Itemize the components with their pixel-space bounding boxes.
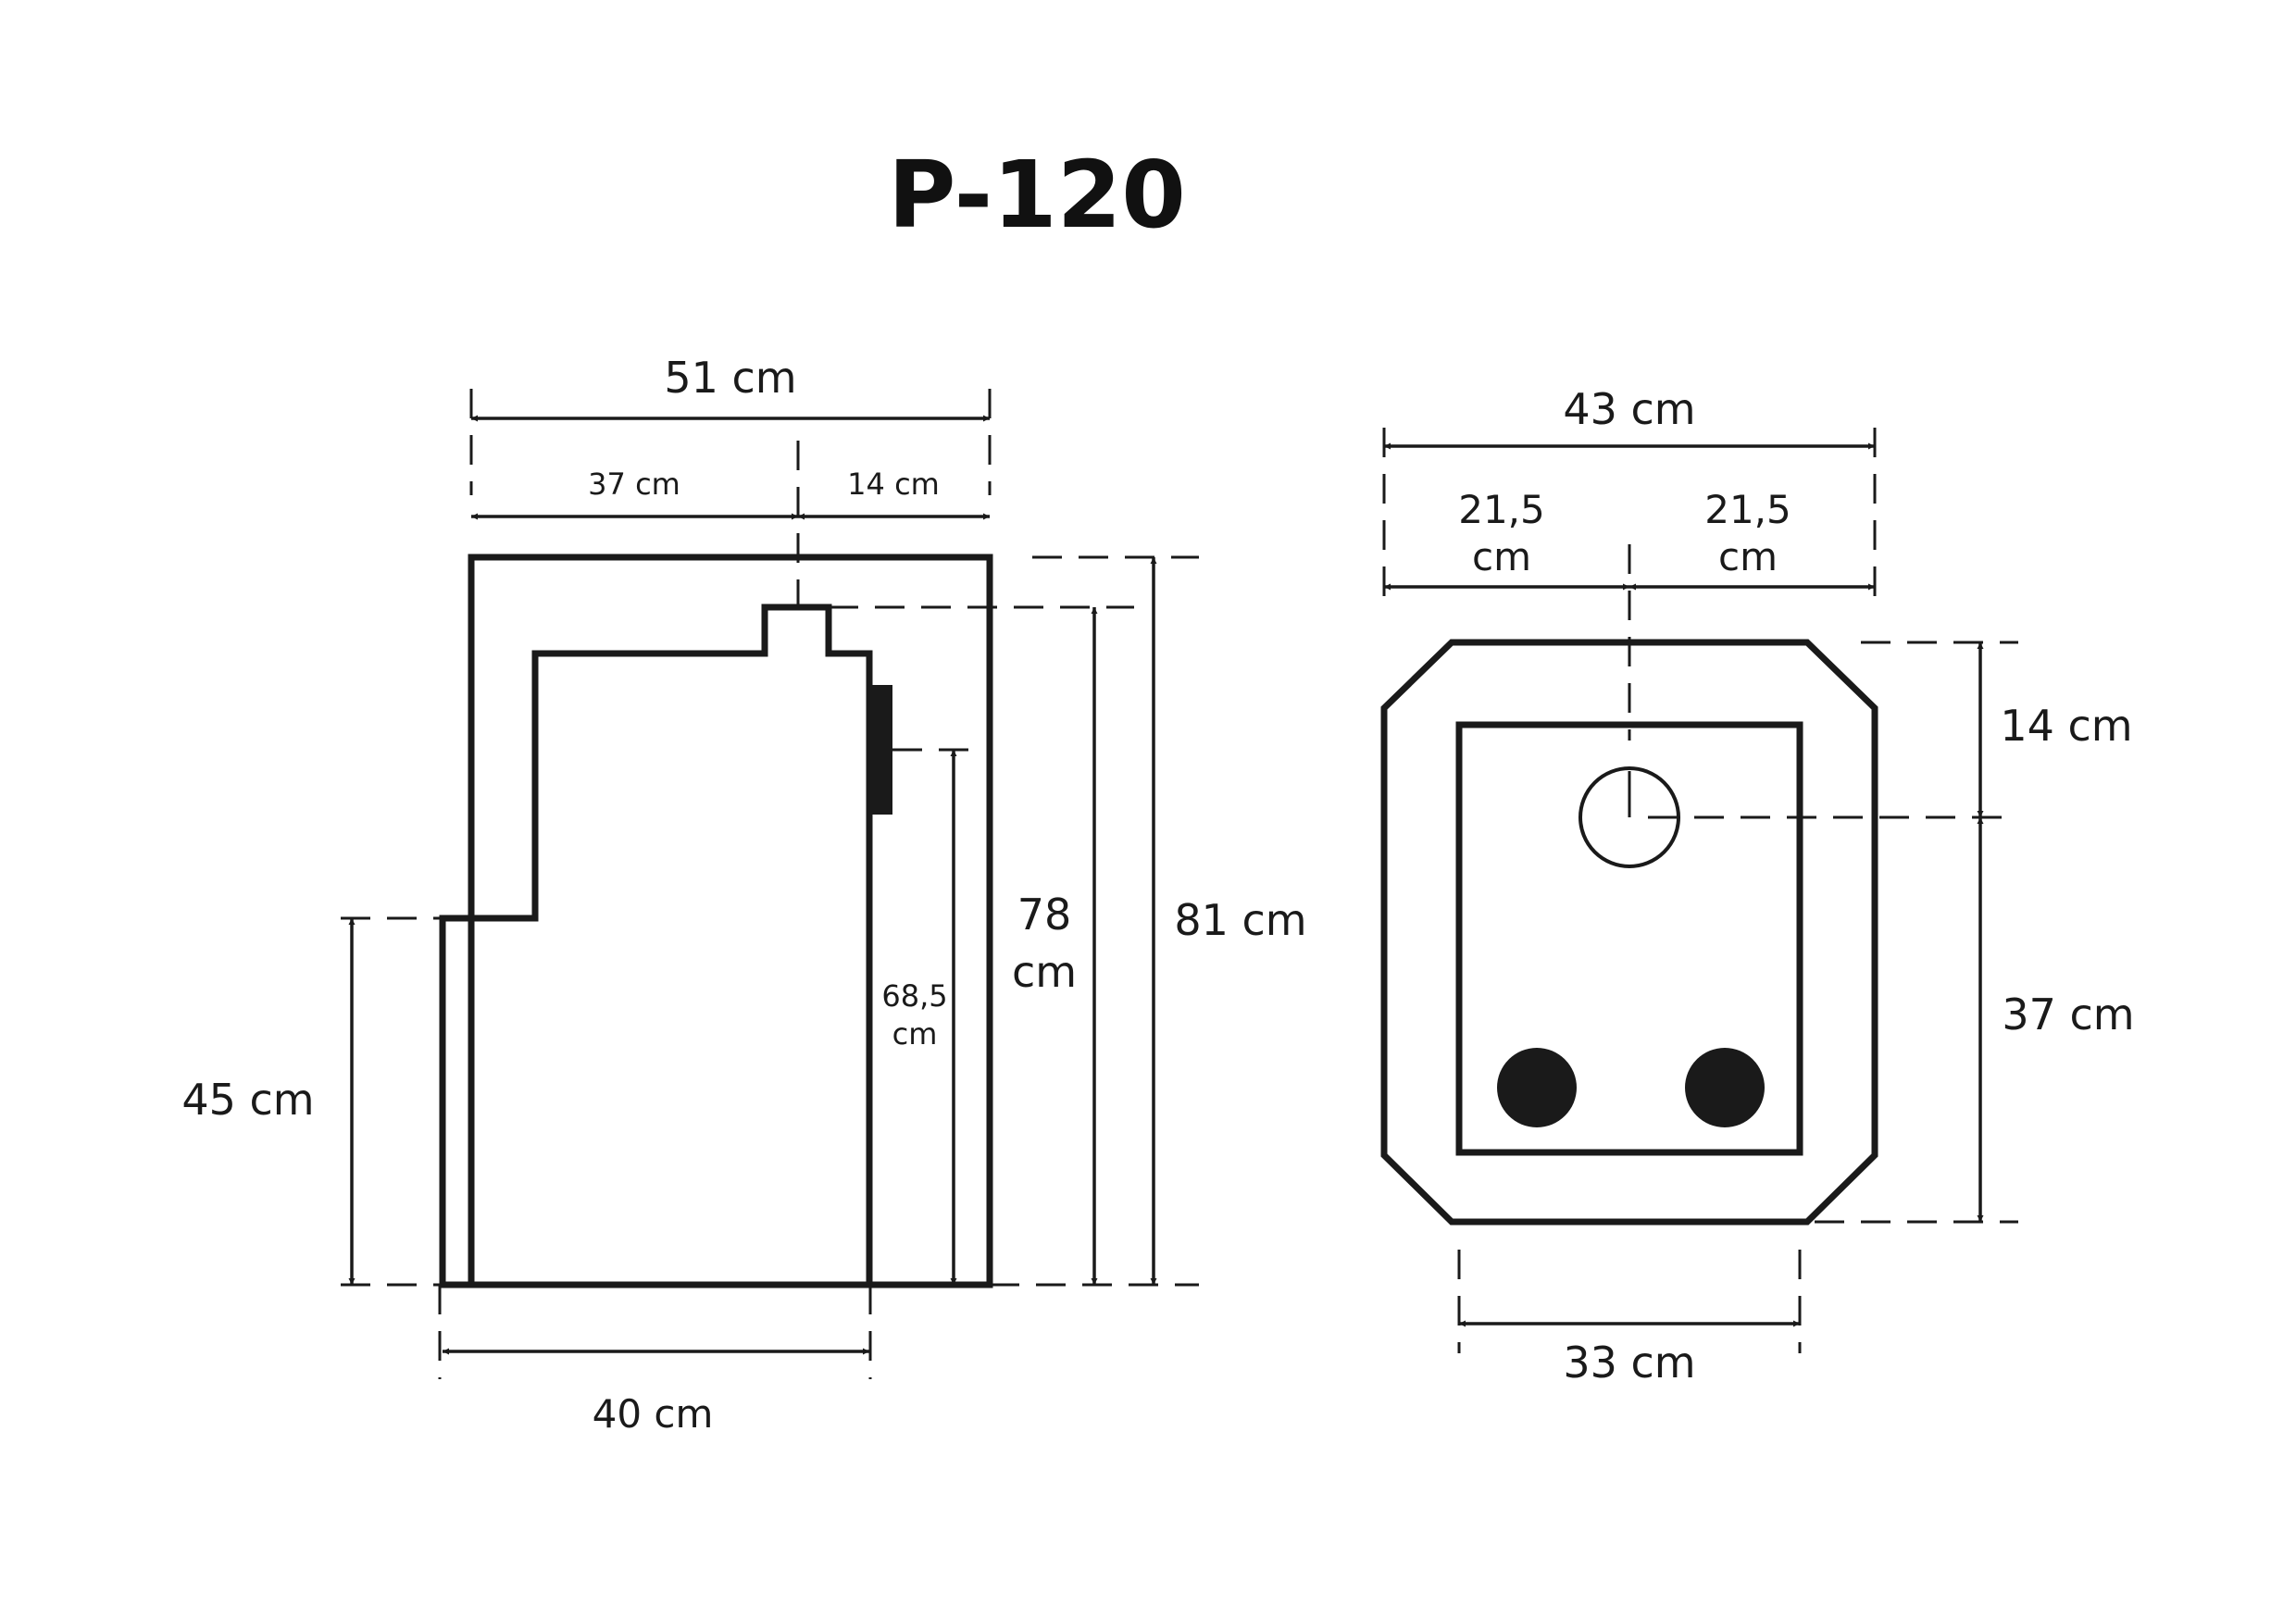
label-half-right-unit: cm	[1718, 534, 1778, 579]
drawing-title: P-120	[888, 141, 1186, 249]
label-width-37: 37 cm	[588, 467, 680, 502]
top-inner-rectangle	[1455, 721, 1803, 1156]
top-octagon-outline	[1380, 639, 1878, 1226]
label-height-78-unit: cm	[1012, 947, 1077, 997]
label-half-left-unit: cm	[1472, 534, 1531, 579]
label-height-68-5-number: 68,5	[881, 978, 947, 1014]
label-width-33: 33 cm	[1563, 1338, 1695, 1388]
burner-left	[1497, 1048, 1577, 1127]
side-view: 51 cm 37 cm 14 cm 78 cm 81 cm 68,5 cm 45…	[181, 353, 1306, 1437]
label-height-81: 81 cm	[1174, 895, 1306, 945]
label-width-14: 14 cm	[847, 467, 940, 502]
burner-right	[1685, 1048, 1765, 1127]
label-depth-40: 40 cm	[593, 1391, 714, 1437]
label-half-left-number: 21,5	[1458, 487, 1545, 532]
label-half-right-number: 21,5	[1704, 487, 1791, 532]
label-height-68-5-unit: cm	[892, 1016, 938, 1052]
flue-circle	[1578, 766, 1680, 868]
outlet-pipe-block	[869, 685, 892, 815]
top-view: 43 cm 21,5 cm 21,5 cm 14 cm 37 cm 33 cm	[1380, 384, 2135, 1388]
label-height-78-number: 78	[1017, 890, 1072, 940]
label-width-51: 51 cm	[664, 353, 796, 403]
side-body-outline	[468, 554, 993, 1288]
label-depth-14: 14 cm	[2000, 701, 2132, 751]
label-height-45: 45 cm	[181, 1075, 314, 1125]
side-front-step	[439, 915, 471, 1288]
side-inner-profile	[471, 604, 873, 1285]
label-width-43: 43 cm	[1563, 384, 1695, 434]
label-depth-37: 37 cm	[2002, 989, 2134, 1039]
